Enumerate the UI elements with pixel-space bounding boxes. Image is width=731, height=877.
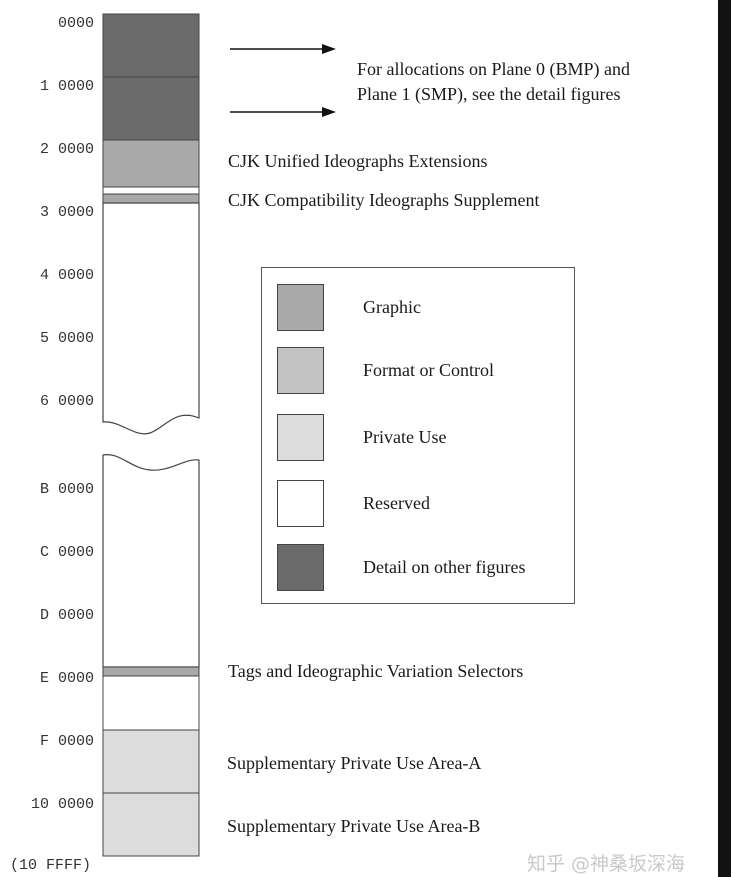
- right-edge-bar: [718, 0, 731, 877]
- detail-note: For allocations on Plane 0 (BMP) and Pla…: [357, 57, 630, 107]
- address-label: E 0000: [39, 670, 94, 687]
- plane14-tags-block: [102, 666, 200, 677]
- legend-item-reserved: Reserved: [277, 479, 430, 527]
- watermark: 知乎 @神桑坂深海: [527, 853, 686, 875]
- legend-label: Reserved: [363, 492, 430, 513]
- legend-label: Private Use: [363, 426, 447, 447]
- plane1-block: [102, 76, 200, 141]
- legend-box: Graphic Format or Control Private Use Re…: [261, 267, 575, 604]
- address-label: 6 0000: [39, 393, 94, 410]
- plane2-compat-block: [102, 193, 200, 204]
- spua-b-label: Supplementary Private Use Area-B: [227, 816, 481, 836]
- note-line-2: Plane 1 (SMP), see the detail figures: [357, 84, 621, 104]
- address-label: 2 0000: [39, 141, 94, 158]
- address-label: 0000: [57, 15, 94, 32]
- detail-swatch: [277, 543, 324, 591]
- address-label: B 0000: [39, 481, 94, 498]
- cjk-extensions-label: CJK Unified Ideographs Extensions: [228, 151, 488, 171]
- private-use-swatch: [277, 413, 324, 461]
- address-label: 3 0000: [39, 204, 94, 221]
- spua-a-label: Supplementary Private Use Area-A: [227, 753, 482, 773]
- format-swatch: [277, 346, 324, 394]
- plane2-reserved-gap: [102, 186, 200, 195]
- tags-label: Tags and Ideographic Variation Selectors: [228, 661, 524, 681]
- address-label: F 0000: [39, 733, 94, 750]
- address-label: 4 0000: [39, 267, 94, 284]
- address-label: D 0000: [39, 607, 94, 624]
- legend-item-format: Format or Control: [277, 346, 494, 394]
- arrow-plane1: [230, 107, 336, 117]
- plane2-ext-block: [102, 139, 200, 188]
- legend-item-graphic: Graphic: [277, 283, 421, 331]
- reserved-swatch: [277, 479, 324, 527]
- plane0-block: [102, 13, 200, 78]
- graphic-swatch: [277, 283, 324, 331]
- end-address-label: (10 FFFF): [10, 857, 92, 874]
- legend-label: Graphic: [363, 296, 421, 317]
- plane16-spua-b-block: [102, 792, 200, 857]
- plane14-reserved-block: [102, 675, 200, 731]
- lower-reserved-block: [102, 454, 200, 668]
- address-label: 10 0000: [30, 796, 94, 813]
- address-label: 5 0000: [39, 330, 94, 347]
- plane15-spua-a-block: [102, 729, 200, 794]
- address-label: 1 0000: [39, 78, 94, 95]
- arrow-plane0: [230, 44, 336, 54]
- legend-label: Format or Control: [363, 359, 494, 380]
- upper-reserved-block: [102, 202, 200, 435]
- legend-label: Detail on other figures: [363, 556, 526, 577]
- legend-item-detail: Detail on other figures: [277, 543, 525, 591]
- cjk-compat-label: CJK Compatibility Ideographs Supplement: [228, 190, 540, 210]
- note-line-1: For allocations on Plane 0 (BMP) and: [357, 59, 630, 79]
- legend-item-private-use: Private Use: [277, 413, 446, 461]
- address-label: C 0000: [39, 544, 94, 561]
